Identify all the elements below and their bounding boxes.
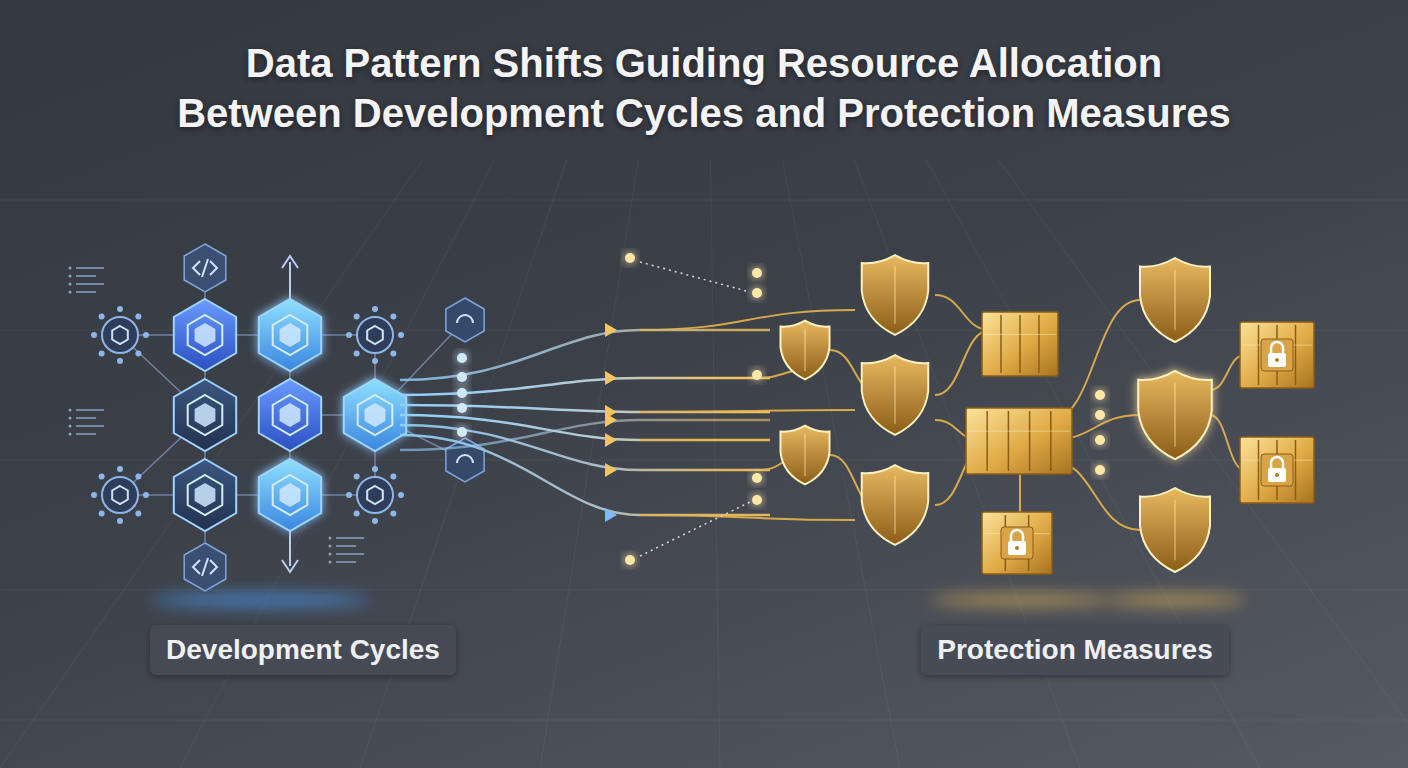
label-text: Protection Measures <box>937 633 1212 667</box>
title: Data Pattern Shifts Guiding Resource All… <box>54 38 1354 138</box>
label-box: Protection Measures <box>921 625 1228 675</box>
background-grid <box>0 160 1408 768</box>
label-text: Development Cycles <box>166 633 440 667</box>
data-flow <box>400 253 1245 565</box>
protection-cluster <box>781 255 1315 605</box>
label-box: Development Cycles <box>150 625 456 675</box>
